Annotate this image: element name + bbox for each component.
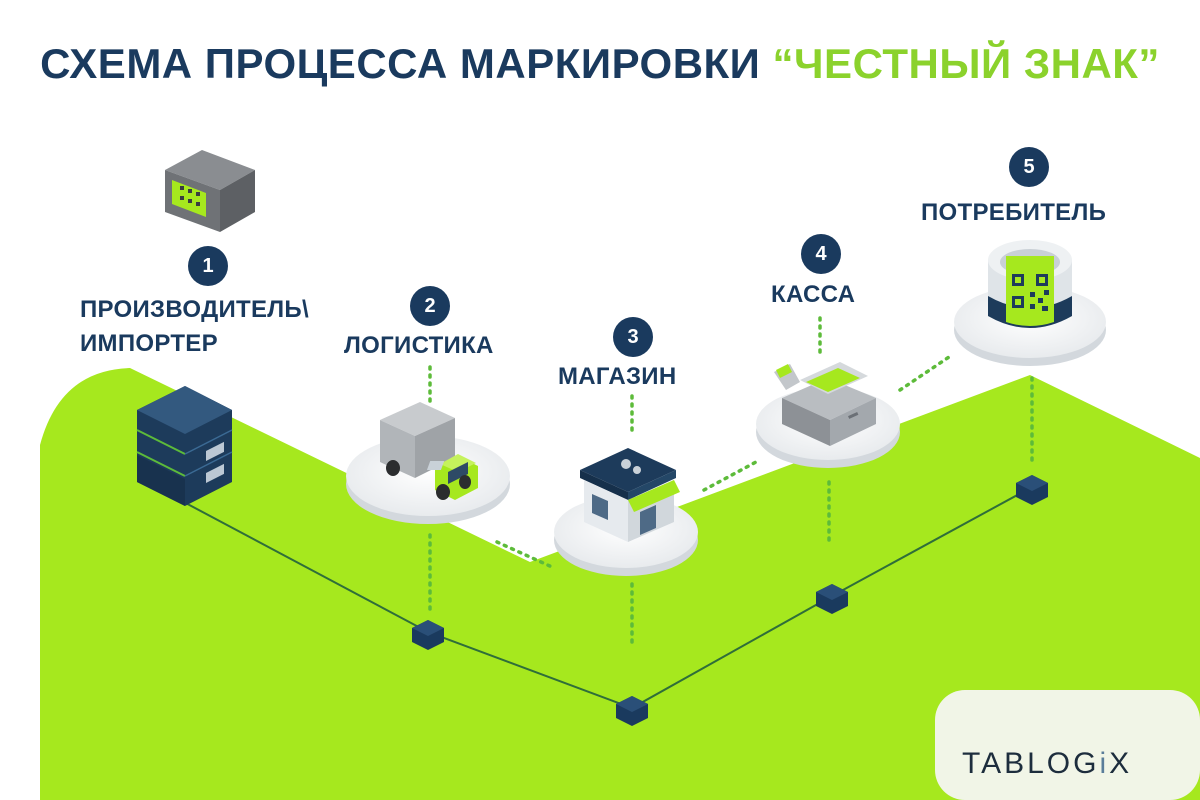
title-accent: “ЧЕСТНЫЙ ЗНАК” — [772, 40, 1160, 87]
step-3-label: МАГАЗИН — [558, 363, 677, 390]
track-node — [412, 620, 444, 650]
truck-icon — [380, 402, 478, 500]
page-title: СХЕМА ПРОЦЕССА МАРКИРОВКИ “ЧЕСТНЫЙ ЗНАК” — [0, 40, 1200, 88]
store-icon — [426, 448, 680, 542]
step-2-label: ЛОГИСТИКА — [344, 332, 494, 359]
step-5-label: ПОТРЕБИТЕЛЬ — [921, 199, 1107, 226]
step-1-label-line2: ИМПОРТЕР — [80, 330, 218, 357]
logo-backdrop — [935, 690, 1200, 800]
step-2-badge: 2 — [410, 286, 450, 326]
track-node — [816, 584, 848, 614]
box-icon — [165, 150, 255, 232]
green-ground — [40, 368, 1200, 800]
cash-register-icon — [774, 362, 876, 446]
step-1-badge: 1 — [188, 246, 228, 286]
dotted-connectors — [428, 316, 1034, 644]
step-1-label: ПРОИЗВОДИТЕЛЬ\ ИМПОРТЕР — [80, 293, 309, 361]
track-node — [1016, 475, 1048, 505]
step-3-badge: 3 — [613, 317, 653, 357]
step-4-badge: 4 — [801, 234, 841, 274]
step-4-label: КАССА — [771, 281, 856, 308]
server-stack-icon — [136, 386, 233, 506]
step-5-badge: 5 — [1009, 147, 1049, 187]
qr-code-icon — [988, 240, 1072, 328]
track-node — [616, 696, 648, 726]
step-1-label-line1: ПРОИЗВОДИТЕЛЬ\ — [80, 296, 309, 323]
tablogix-logo: TABLOGiX — [962, 747, 1133, 780]
title-main: СХЕМА ПРОЦЕССА МАРКИРОВКИ — [40, 40, 761, 87]
